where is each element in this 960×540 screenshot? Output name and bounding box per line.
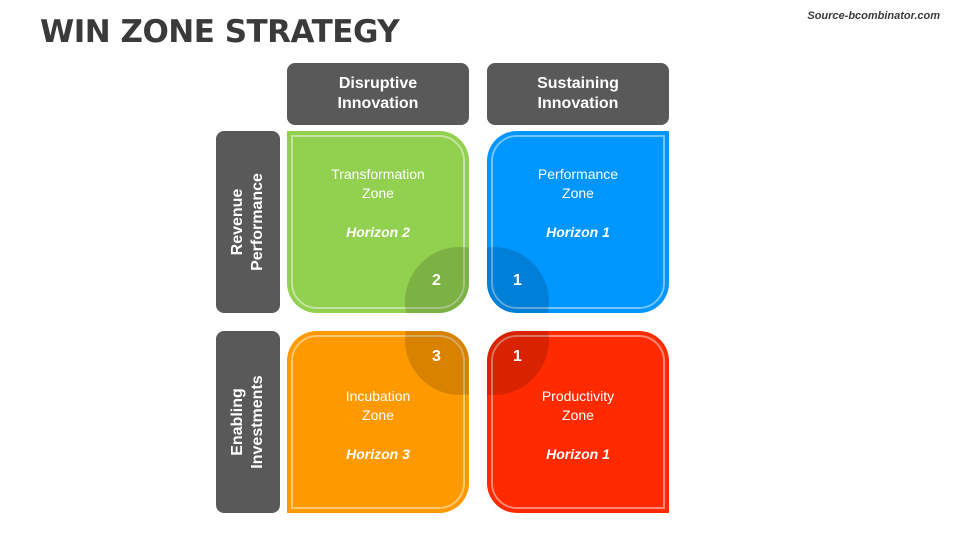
- zone-number: 1: [513, 348, 522, 365]
- zone-inner-border: [291, 335, 465, 509]
- column-header-line: Innovation: [337, 95, 419, 112]
- column-header-line: Sustaining: [537, 75, 619, 92]
- zone-number: 1: [513, 272, 522, 289]
- zone-horizon: Horizon 1: [546, 446, 610, 462]
- row-header-line: Performance: [249, 173, 266, 271]
- zone-incubation: 3 Incubation Zone Horizon 3: [287, 331, 469, 513]
- zone-performance: Performance Zone Horizon 1 1: [487, 131, 669, 313]
- zone-name: Performance Zone: [537, 166, 619, 201]
- zone-name: Incubation Zone: [345, 388, 411, 423]
- zone-inner-border: [291, 135, 465, 309]
- zone-number: 2: [432, 272, 441, 289]
- zone-inner-border: [491, 335, 665, 509]
- zone-name: Transformation Zone: [331, 166, 425, 201]
- row-header-revenue: Revenue Performance: [216, 131, 280, 313]
- zone-horizon: Horizon 3: [346, 446, 410, 462]
- column-header-sustaining: Sustaining Innovation: [487, 63, 669, 125]
- column-header-line: Disruptive: [338, 75, 418, 92]
- zone-transformation: Transformation Zone Horizon 2 2: [287, 131, 469, 313]
- zone-productivity: 1 Productivity Zone Horizon 1: [487, 331, 669, 513]
- zone-number: 3: [432, 348, 441, 365]
- zone-name: Productivity Zone: [541, 388, 615, 423]
- zone-horizon: Horizon 1: [546, 224, 610, 240]
- row-header-line: Investments: [249, 375, 266, 469]
- zone-inner-border: [491, 135, 665, 309]
- zone-horizon: Horizon 2: [346, 224, 410, 240]
- row-header-line: Enabling: [229, 388, 246, 456]
- row-header-line: Revenue: [229, 188, 246, 256]
- page-title: WIN ZONE STRATEGY: [40, 14, 400, 50]
- source-credit: Source-bcombinator.com: [807, 10, 940, 22]
- column-header-line: Innovation: [537, 95, 619, 112]
- column-header-disruptive: Disruptive Innovation: [287, 63, 469, 125]
- row-header-enabling: Enabling Investments: [216, 331, 280, 513]
